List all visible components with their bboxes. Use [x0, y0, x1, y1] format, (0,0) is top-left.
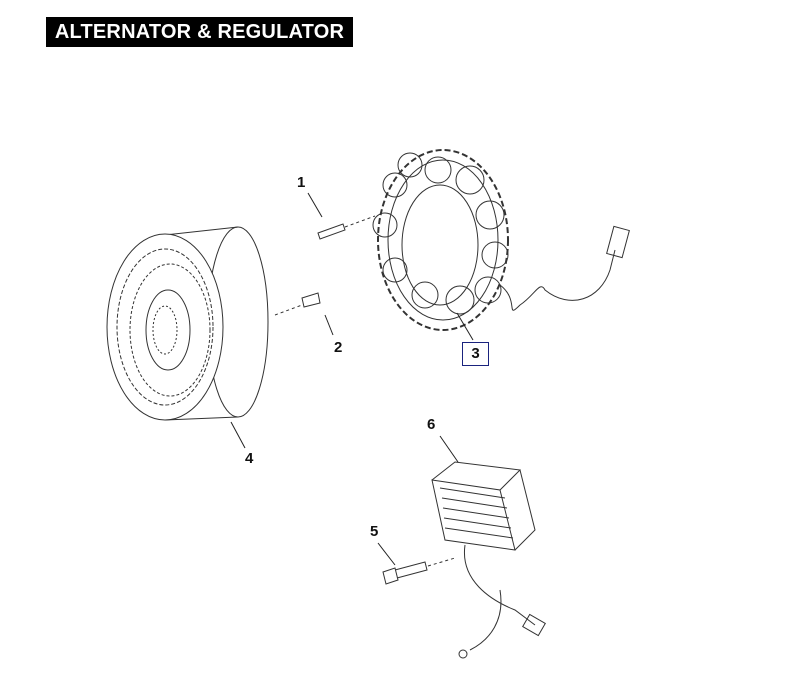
- screw-1: [317, 215, 376, 240]
- page-title: ALTERNATOR & REGULATOR: [46, 17, 353, 47]
- callout-1: 1: [297, 174, 306, 191]
- screw-2: [274, 292, 321, 316]
- callout-6: 6: [427, 416, 436, 433]
- rotor-part: [106, 226, 269, 421]
- callout-4: 4: [245, 450, 254, 467]
- stator-part: [372, 149, 630, 331]
- regulator-part: [431, 461, 546, 659]
- bolt-5: [382, 557, 456, 585]
- callout-5: 5: [370, 523, 379, 540]
- leader-lines: [230, 192, 474, 566]
- callout-3-link[interactable]: 3: [462, 342, 489, 366]
- callout-2: 2: [334, 339, 343, 356]
